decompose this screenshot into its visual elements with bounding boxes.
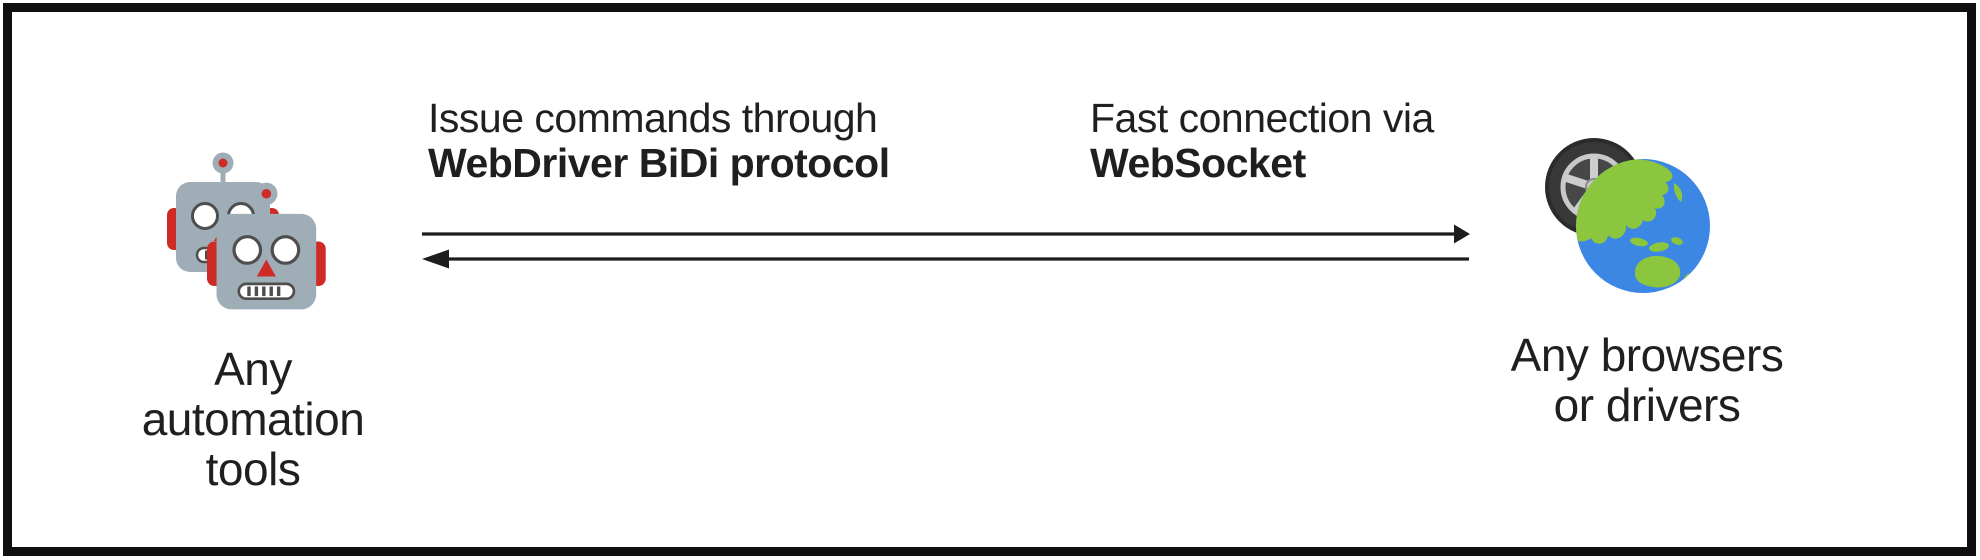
bidirectional-arrows <box>422 224 1470 269</box>
caption-websocket: Fast connection via WebSocket <box>1090 96 1434 186</box>
caption-websocket-line2: WebSocket <box>1090 140 1306 186</box>
arrow-right-head-icon <box>1454 224 1470 244</box>
right-node-label: Any browsers or drivers <box>1510 329 1784 431</box>
caption-webdriver-bidi-line2: WebDriver BiDi protocol <box>428 140 890 186</box>
caption-webdriver-bidi: Issue commands through WebDriver BiDi pr… <box>428 96 890 186</box>
globe-icon <box>1576 159 1710 293</box>
arrow-left-head-icon <box>422 249 449 269</box>
robots-icon <box>165 151 328 311</box>
arrow-right <box>422 224 1470 244</box>
left-node-label: Any automation tools <box>141 343 365 495</box>
wheel-globe-icon <box>1545 138 1710 293</box>
arrow-left <box>422 249 1469 269</box>
caption-webdriver-bidi-line1: Issue commands through <box>428 95 878 141</box>
caption-websocket-line1: Fast connection via <box>1090 95 1434 141</box>
